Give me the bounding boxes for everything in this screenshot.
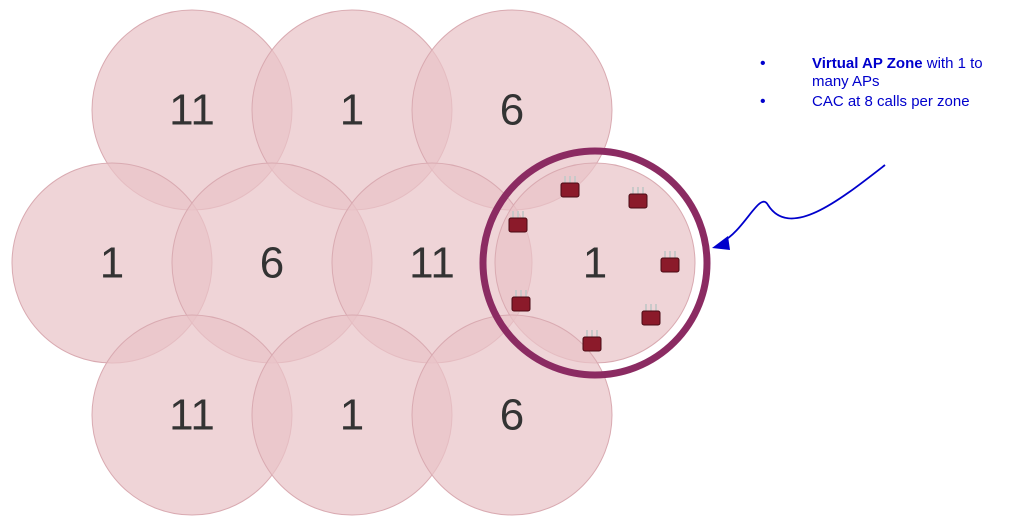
channel-label: 6 (500, 391, 524, 440)
access-point-body (582, 336, 602, 352)
channel-label: 1 (583, 239, 607, 288)
zone-notes: Virtual AP Zone with 1 to many APs CAC a… (760, 55, 1022, 113)
antenna (674, 251, 676, 259)
antenna (515, 290, 517, 298)
antenna (637, 187, 639, 195)
antenna (655, 304, 657, 312)
virtual-ap-zone-ring (479, 147, 711, 379)
channel-label: 1 (340, 86, 364, 135)
note-emphasis: Virtual AP Zone (812, 55, 923, 72)
antenna (574, 176, 576, 184)
antenna (632, 187, 634, 195)
antenna (522, 211, 524, 219)
access-point-body (660, 257, 680, 273)
access-point-body (511, 296, 531, 312)
access-point-icon (628, 187, 648, 209)
coverage-cell (411, 314, 613, 516)
antenna (596, 330, 598, 338)
channel-label: 11 (169, 86, 215, 135)
access-point-icon (582, 330, 602, 352)
antenna (512, 211, 514, 219)
note-text: CAC at 8 calls per zone (812, 93, 970, 110)
antenna (520, 290, 522, 298)
channel-label: 11 (169, 391, 215, 440)
antenna (669, 251, 671, 259)
zigzag-arrow-head (712, 236, 730, 250)
antenna (664, 251, 666, 259)
zigzag-arrow-icon (712, 164, 886, 250)
access-point-icon (660, 251, 680, 273)
antenna (586, 330, 588, 338)
coverage-cells (11, 9, 696, 516)
antenna (525, 290, 527, 298)
channel-label: 6 (260, 239, 284, 288)
access-point-icon (508, 211, 528, 233)
channel-label: 6 (500, 86, 524, 135)
access-point-icon (560, 176, 580, 198)
antenna (645, 304, 647, 312)
access-point-body (641, 310, 661, 326)
antenna (591, 330, 593, 338)
antenna (642, 187, 644, 195)
access-point-icon (641, 304, 661, 326)
access-point-icon (511, 290, 531, 312)
access-points (508, 176, 680, 352)
access-point-body (560, 182, 580, 198)
access-point-body (628, 193, 648, 209)
antenna (517, 211, 519, 219)
antenna (569, 176, 571, 184)
channel-label: 1 (100, 239, 124, 288)
note-virtual-ap-zone: Virtual AP Zone with 1 to many APs (760, 55, 1022, 91)
antenna (650, 304, 652, 312)
access-point-body (508, 217, 528, 233)
note-cac-limit: CAC at 8 calls per zone (760, 93, 1022, 111)
note-text: with 1 to many APs (812, 55, 983, 90)
channel-label: 1 (340, 391, 364, 440)
channel-label: 11 (409, 239, 455, 288)
antenna (564, 176, 566, 184)
zigzag-arrow-line (721, 164, 886, 243)
